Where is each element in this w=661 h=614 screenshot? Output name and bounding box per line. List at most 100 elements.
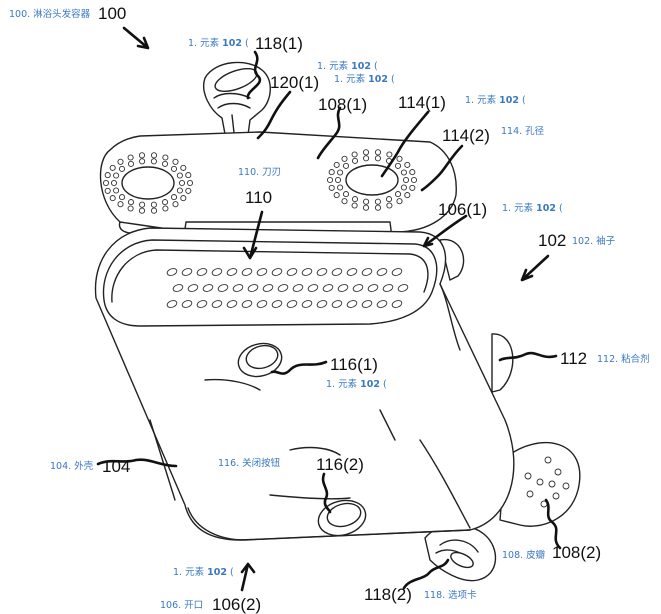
blade-hole [286,268,298,276]
perforation-hole [362,204,370,211]
perforation-hole [117,158,124,165]
blade-hole [226,300,238,308]
perforation-hole [333,161,340,168]
ref-106-2: 106(2) [212,595,261,614]
blade-hole [367,284,379,292]
perforation-hole [113,172,120,179]
ref-116-1: 116(1) [330,355,378,374]
perforation-hole [342,191,350,198]
perforation-hole [185,172,192,179]
perforation-hole [536,478,544,486]
perforation-hole [385,196,393,203]
ref-120-1: 120(1) [270,73,319,92]
blade-hole [331,300,343,308]
blade-hole [391,268,403,276]
perforation-hole [404,192,411,199]
tag-num: 102 [536,203,556,214]
ref-102: 102 [538,231,566,250]
tag-prefix: 1. 元素 [502,202,536,214]
perforation-hole [113,187,120,194]
aperture-114-1 [345,164,399,196]
perforation-hole [139,158,146,165]
blade-hole [307,284,319,292]
perforation-hole [394,162,402,169]
perforation-hole [342,162,350,169]
perforation-hole [409,169,416,176]
housing-104 [94,227,515,541]
ref-118-1: 118(1) [255,34,303,53]
closure-button-116-1 [237,342,283,378]
perforation-hole [351,196,359,203]
ref-116-2: 116(2) [316,455,364,474]
perforation-hole [328,169,335,176]
perforation-hole [341,155,348,162]
perforation-hole [402,176,410,184]
ref-112: 112 [560,349,587,368]
sleeve-back-right-bulge [439,239,465,281]
blade-hole [382,284,394,292]
ref-108-2: 108(2) [552,543,601,562]
ref-106-1: 106(1) [438,200,487,219]
tag-112-adhesive: 112. 粘合剂 [597,353,650,365]
tag-116-closure-button: 116. 关闭按钮 [218,457,281,469]
blade-hole [346,300,358,308]
perforation-hole [118,165,126,172]
tag-prefix: 1. 元素 [326,378,360,390]
blade-hole [241,300,253,308]
tag-118-tab: 118. 选项卡 [424,589,477,601]
perforation-hole [109,164,116,171]
perforation-hole [176,172,183,179]
perforation-hole [102,179,110,187]
tag-prefix: 1. 元素 [188,37,222,49]
tag-114-aperture: 114. 孔径 [501,125,545,137]
perforation-hole [104,187,111,194]
perforation-hole [150,152,158,159]
perforation-hole [404,161,411,168]
tag-prefix: 1. 元素 [317,60,351,72]
perforation-hole [172,201,179,208]
blade-hole [271,268,283,276]
tag-num: 102 [222,38,242,49]
perforation-hole [396,155,403,162]
perforation-hole [138,207,146,214]
blade-hole [352,284,364,292]
blade-hole [166,300,178,308]
perforation-hole [334,176,342,184]
blade-110-perforations [166,268,409,308]
perforation-hole [337,169,344,176]
perforation-hole [328,184,335,191]
tag-element-102-e: 1. 元素 102 ( [502,202,563,214]
blade-hole [202,284,214,292]
tag-element-102-g: 1. 元素 102 ( [173,566,234,578]
ref-100: 100 [98,4,126,23]
perforation-hole [400,184,407,191]
perforation-hole [410,176,418,184]
blade-hole [277,284,289,292]
perforation-hole [170,194,178,201]
ref-114-1: 114(1) [398,93,446,112]
blade-hole [181,268,193,276]
tag-num: 102 [360,379,380,390]
blade-hole [172,284,184,292]
blade-hole [211,300,223,308]
perforation-hole [554,468,562,476]
blade-hole [331,268,343,276]
perforation-hole [351,157,359,164]
tag-num: 102 [368,74,388,85]
tag-element-102-c: 1. 元素 102 ( [334,73,395,85]
perforation-hole [139,201,146,208]
perforation-hole [544,456,552,464]
perforation-hole [351,151,358,158]
perforation-hole [363,198,370,205]
tag-element-102-b: 1. 元素 102 ( [317,60,378,72]
ref-114-2: 114(2) [442,126,490,145]
ref-108-1: 108(1) [318,95,367,114]
patent-drawing [94,26,581,592]
perforation-hole [326,176,334,184]
perforation-hole [178,179,186,187]
tab-118-2 [424,524,497,582]
perforation-hole [351,202,358,209]
perforation-hole [374,204,382,211]
blade-hole [181,300,193,308]
